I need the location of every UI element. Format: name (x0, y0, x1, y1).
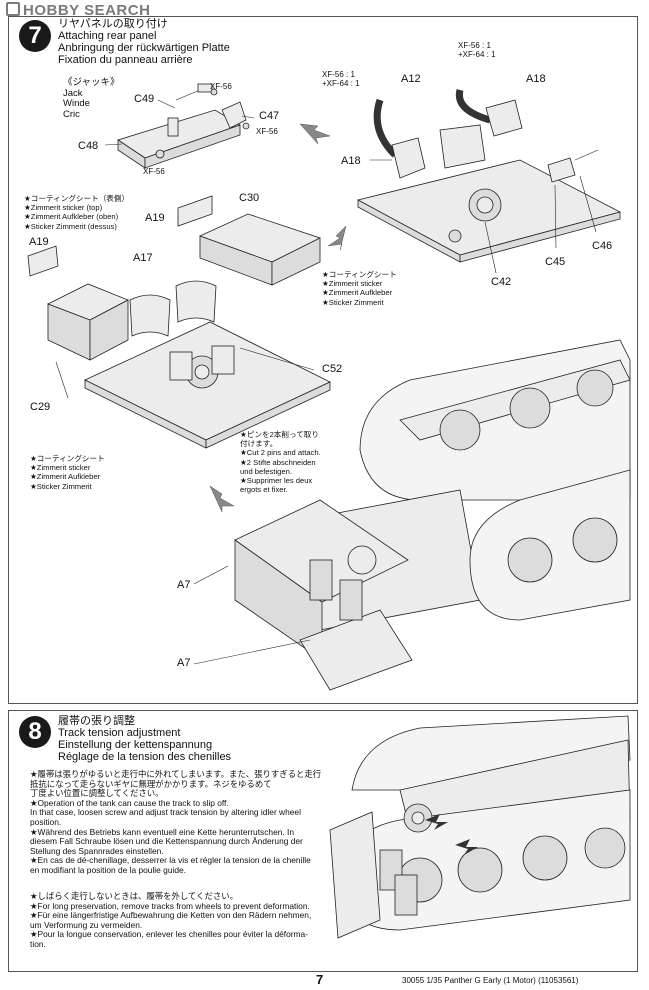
paint-mix-right: XF-56 : 1 +XF-64 : 1 (458, 41, 496, 59)
zim-l-jp: ★コーティングシート (30, 454, 105, 463)
label-c46: C46 (592, 240, 613, 252)
title8-jp: 履帯の張り調整 (58, 715, 135, 727)
label-c47: C47 (259, 110, 280, 122)
p2-fr-2: tion. (30, 938, 46, 949)
label-a19-right: A19 (145, 212, 165, 224)
label-a7-bottom: A7 (177, 657, 191, 669)
paint-mix-right-a: XF-56 : 1 (458, 41, 491, 50)
label-c49: C49 (134, 93, 155, 105)
tension-paragraph: ★履帯は張りがゆるいと走行中に外れてしまいます。また、張りすぎると走行 抵抗にな… (30, 769, 330, 876)
page-number: 7 (316, 972, 324, 987)
paint-mix-left: XF-56 : 1 +XF-64 : 1 (322, 70, 360, 88)
title-en: Attaching rear panel (58, 30, 157, 42)
pins-fr-2: ergots et fixer. (240, 485, 288, 495)
p1-en-1: ★Operation of the tank can cause the tra… (30, 797, 229, 808)
label-a7-top: A7 (177, 579, 191, 591)
p2-de-2: um Verformung zu vermeiden. (30, 919, 143, 930)
rear-plate-assembly (356, 89, 622, 274)
p1-de-3: Stellung des Spannrades einstellen. (30, 845, 164, 856)
title-de: Anbringung der rückwärtigen Platte (58, 42, 230, 54)
zim-top-jp: ★コーティングシート（表側） (24, 194, 130, 203)
p2-de-1: ★Für eine längerfristige Aufbewahrung di… (30, 910, 312, 921)
p2-jp: ★しばらく走行しないときは、履帯を外してください。 (30, 891, 239, 901)
zim-r-fr: ★Sticker Zimmerit (322, 297, 384, 307)
arrow-down-left (327, 225, 347, 251)
footer-info: 30055 1/35 Panther G Early (1 Motor) (11… (402, 976, 579, 985)
zim-r-de: ★Zimmerit Aufkleber (322, 288, 393, 298)
label-a19-left: A19 (29, 236, 49, 248)
title8-de: Einstellung der kettenspannung (58, 739, 213, 751)
p2-en: ★For long preservation, remove tracks fr… (30, 900, 310, 911)
p1-fr-1: ★En cas de dé-chenillage, desserrer la v… (30, 855, 311, 866)
pins-en: ★Cut 2 pins and attach. (240, 448, 321, 458)
zim-top-fr: ★Sticker Zimmerit (dessus) (24, 221, 117, 231)
storage-paragraph: ★しばらく走行しないときは、履帯を外してください。 ★For long pres… (30, 891, 330, 950)
zim-l-fr: ★Sticker Zimmerit (30, 481, 92, 491)
zim-r-en: ★Zimmerit sticker (322, 279, 383, 289)
label-c30: C30 (239, 192, 260, 204)
step-7-number: 7 (19, 20, 51, 52)
jack-drawing (104, 83, 255, 169)
zimmerit-right-note: ★コーティングシート ★Zimmerit sticker ★Zimmerit A… (322, 270, 397, 307)
title-jp: リヤパネルの取り付け (58, 18, 168, 30)
step-8-title: 履帯の張り調整 Track tension adjustment Einstel… (58, 715, 231, 763)
p1-fr-2: en modifiant la position de la poulie gu… (30, 864, 186, 875)
zim-top-en: ★Zimmerit sticker (top) (24, 203, 103, 213)
step-8-number: 8 (19, 716, 51, 748)
label-c42: C42 (491, 276, 512, 288)
title8-en: Track tension adjustment (58, 727, 181, 739)
pins-fr-1: ★Supprimer les deux (240, 476, 313, 486)
label-xf56-a: XF-56 (210, 82, 232, 91)
zim-top-de: ★Zimmerit Aufkleber (oben) (24, 212, 119, 222)
zim-l-en: ★Zimmerit sticker (30, 463, 91, 473)
pins-jp-1: ★ピンを2本削って取り (240, 430, 319, 439)
p1-jp-3: 丁度よい位置に調整してください。 (30, 788, 164, 799)
label-a18-left: A18 (341, 155, 361, 167)
watermark: HOBBY SEARCH (6, 2, 150, 19)
p1-de-1: ★Während des Betriebs kann eventuell ein… (30, 826, 295, 837)
title-fr: Fixation du panneau arrière (58, 54, 193, 66)
paint-mix-left-b: +XF-64 : 1 (322, 79, 360, 88)
label-a17: A17 (133, 252, 153, 264)
label-xf56-b: XF-56 (256, 127, 278, 136)
jack-caption: 《ジャッキ》 Jack Winde Cric (63, 77, 120, 120)
label-a18-top: A18 (526, 73, 546, 85)
label-a12: A12 (401, 73, 421, 85)
zimmerit-left-note: ★コーティングシート ★Zimmerit sticker ★Zimmerit A… (30, 454, 105, 491)
jack-de: Winde (63, 98, 90, 109)
pins-note: ★ピンを2本削って取り 付けます。 ★Cut 2 pins and attach… (240, 430, 321, 494)
jack-jp: 《ジャッキ》 (63, 77, 120, 88)
label-c48: C48 (78, 140, 99, 152)
middle-rear-plate (27, 195, 331, 449)
zim-l-de: ★Zimmerit Aufkleber (30, 472, 101, 482)
label-c52: C52 (322, 363, 343, 375)
label-c45: C45 (545, 256, 566, 268)
title8-fr: Réglage de la tension des chenilles (58, 751, 232, 763)
p1-jp-2: 抵抗になって走らないギヤに無理がかかります。ネジをゆるめて (30, 778, 272, 789)
jack-fr: Cric (63, 108, 80, 120)
pins-de-2: und befestigen. (240, 466, 292, 476)
label-c29: C29 (30, 401, 51, 413)
arrow-down-right (209, 485, 235, 513)
paint-mix-right-b: +XF-64 : 1 (458, 50, 496, 59)
p2-fr-1: ★Pour la longue conservation, enlever le… (30, 929, 308, 940)
pins-de-1: ★2 Stifte abschneiden (240, 457, 316, 467)
tank-hull-step7 (193, 339, 631, 691)
p1-de-2: diesem Fall Schraube lösen und die Kette… (30, 836, 303, 847)
pins-jp-2: 付けます。 (240, 439, 278, 449)
p1-en-3: position. (30, 816, 62, 827)
p1-en-2: In that case, loosen screw and adjust tr… (30, 807, 301, 818)
arrow-right (299, 123, 331, 145)
step-7-title: リヤパネルの取り付け Attaching rear panel Anbringu… (58, 18, 230, 66)
jack-en: Jack (63, 87, 83, 99)
zim-r-jp: ★コーティングシート (322, 270, 397, 279)
p1-jp-1: ★履帯は張りがゆるいと走行中に外れてしまいます。また、張りすぎると走行 (30, 769, 322, 779)
zimmerit-top-note: ★コーティングシート（表側） ★Zimmerit sticker (top) ★… (24, 194, 129, 231)
label-xf56-c: XF-56 (143, 167, 165, 176)
paint-mix-left-a: XF-56 : 1 (322, 70, 355, 79)
